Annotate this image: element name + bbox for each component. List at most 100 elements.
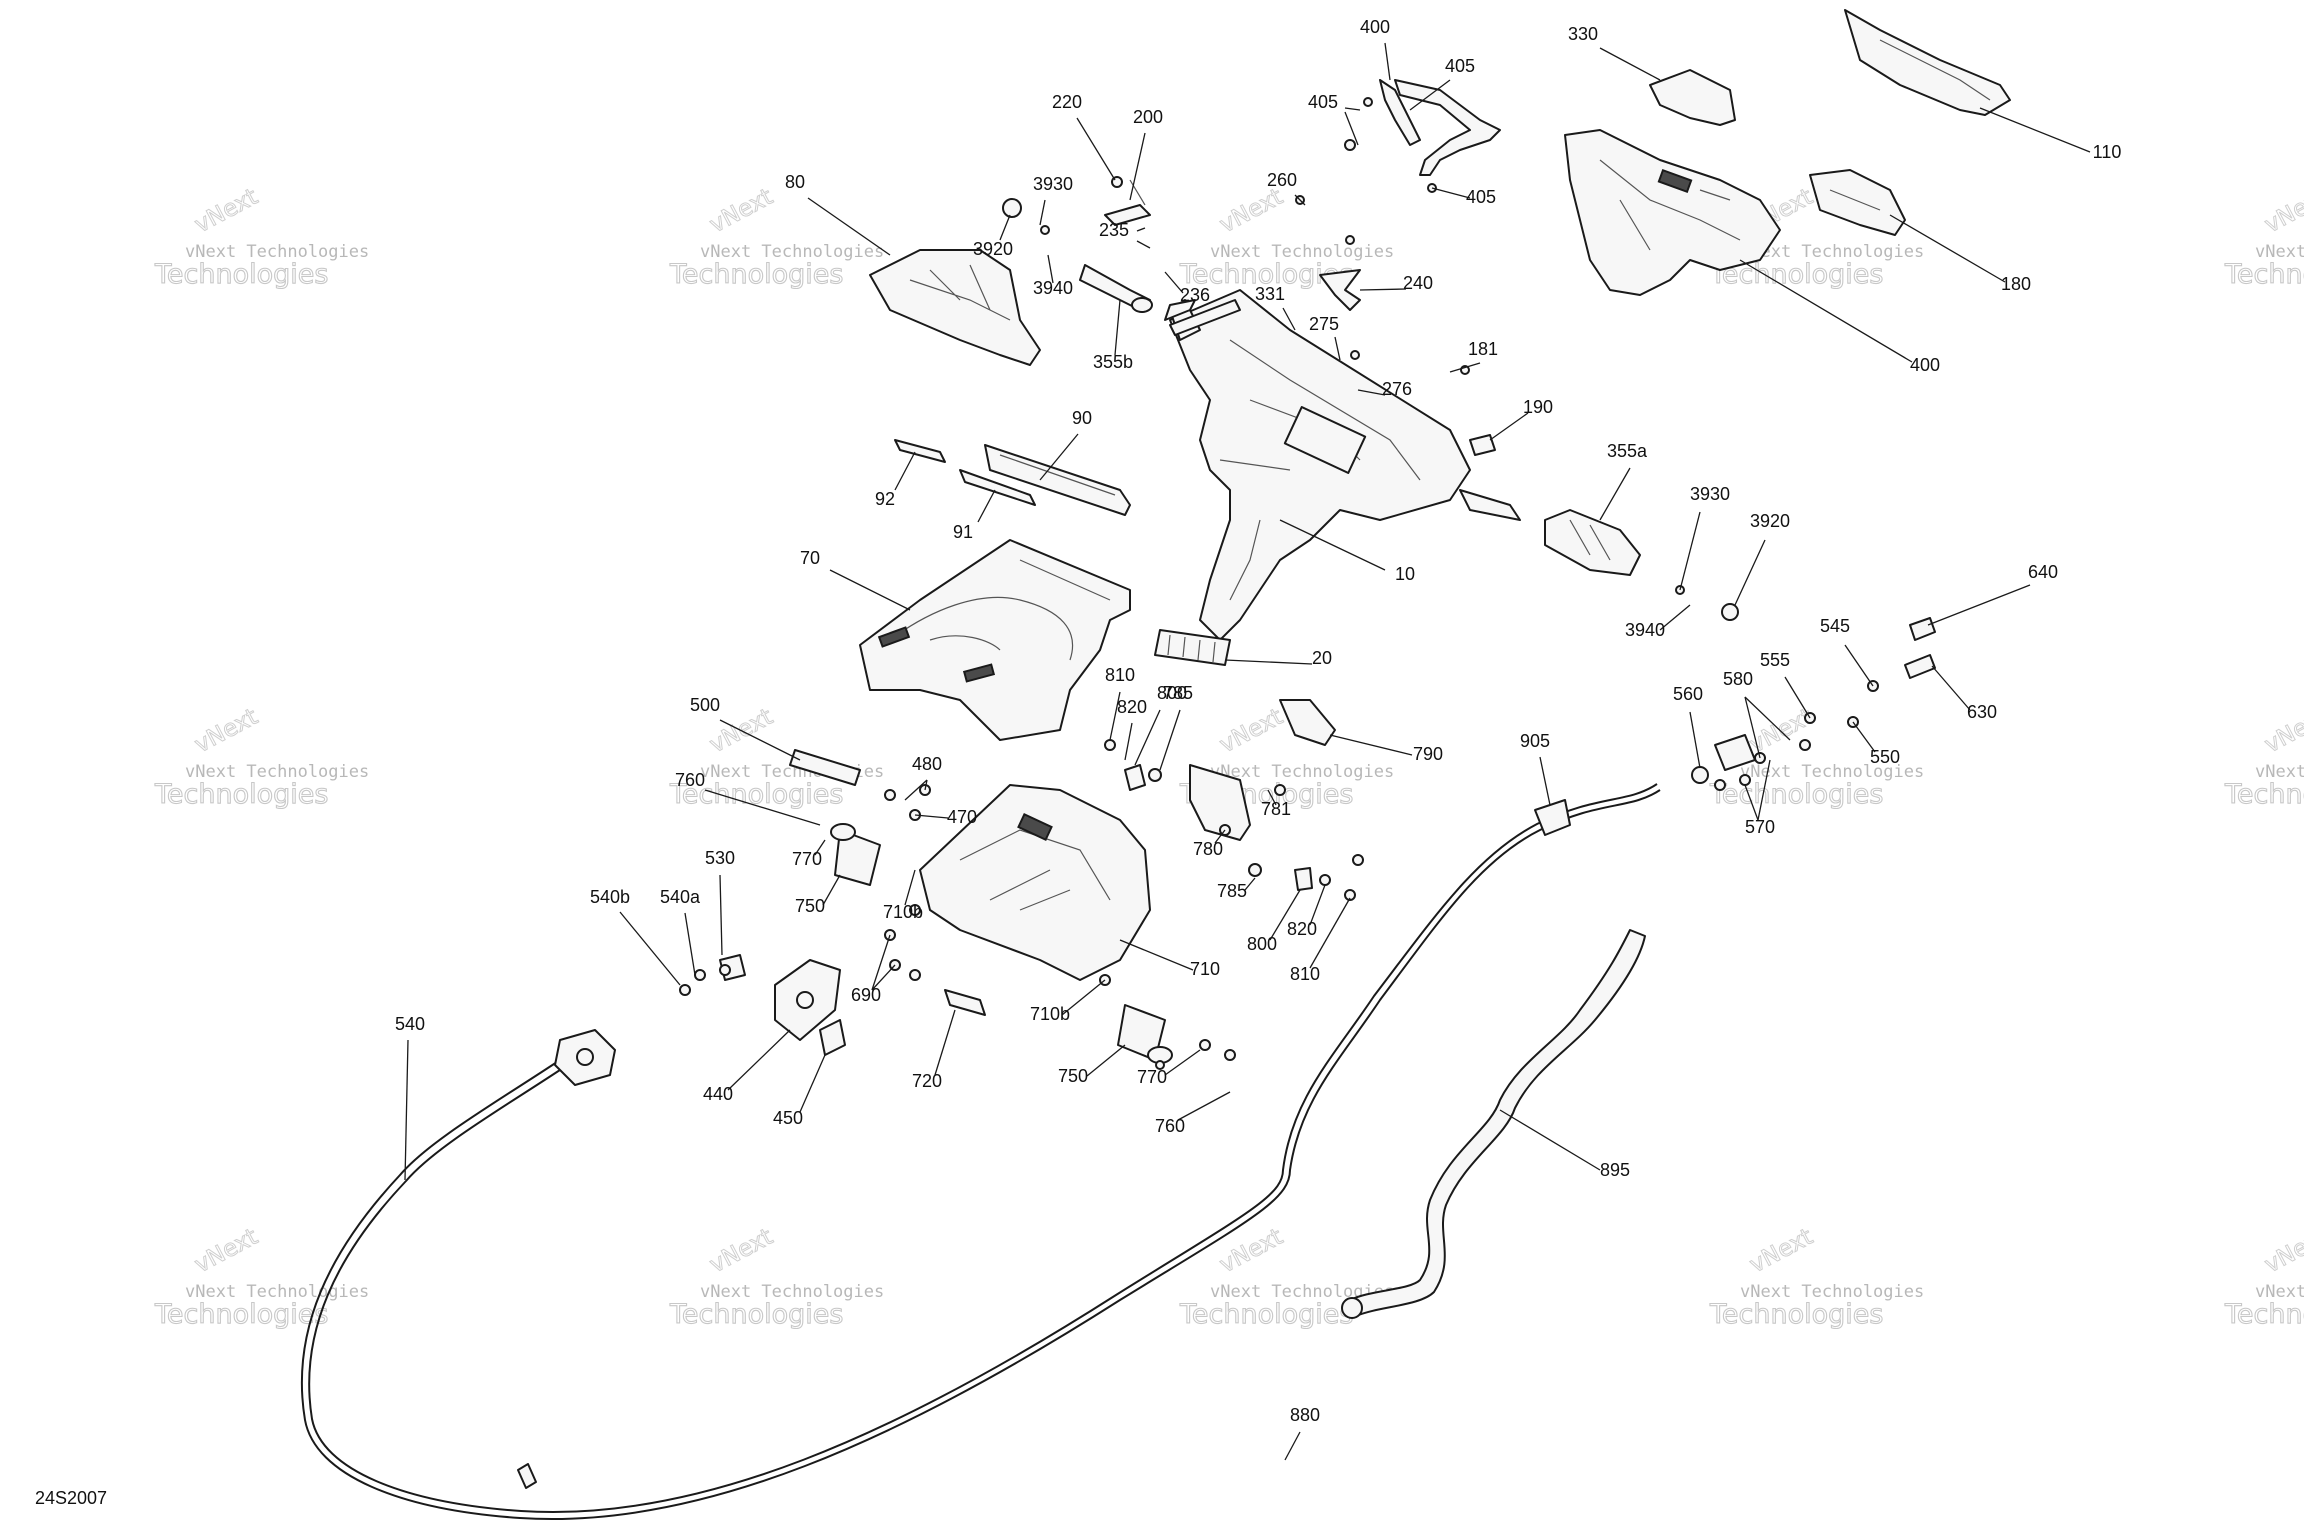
callout-580: 580 <box>1723 669 1791 759</box>
leader-line <box>1114 299 1121 356</box>
part-70-cover <box>859 539 1131 741</box>
callout-690: 690 <box>851 934 896 1005</box>
watermark-diagonal: vNext <box>2261 1224 2304 1279</box>
watermark-line2: Technologies <box>669 1299 843 1330</box>
leader-line <box>727 1029 791 1091</box>
part-800-lower <box>1294 867 1313 891</box>
leader-line <box>1279 519 1386 571</box>
leader-line <box>1129 132 1146 201</box>
leader-line <box>619 911 681 986</box>
leader-line <box>1539 756 1551 806</box>
leader-line <box>1294 194 1306 206</box>
callout-70: 70 <box>800 548 911 611</box>
leader-line <box>1269 889 1301 941</box>
callout-label: 560 <box>1673 684 1703 704</box>
callout-781: 781 <box>1261 789 1291 819</box>
part-110-cap <box>1844 9 2011 116</box>
leader-line <box>1244 877 1256 891</box>
leader-line <box>1177 1091 1231 1121</box>
callout-label: 530 <box>705 848 735 868</box>
callout-label: 630 <box>1967 702 1997 722</box>
watermark-line1: vNext Technologies <box>700 242 884 262</box>
callout-label: 90 <box>1072 408 1092 428</box>
callout-570: 570 <box>1744 759 1775 837</box>
leader-line <box>1159 709 1181 771</box>
callout-720: 720 <box>912 1009 956 1091</box>
callout-label: 181 <box>1468 339 1498 359</box>
leader-line <box>704 789 821 826</box>
part-750-left <box>830 823 881 886</box>
callout-331: 331 <box>1255 284 1296 331</box>
callout-label: 110 <box>2093 142 2122 162</box>
watermark-line2: Technologies <box>2224 779 2304 810</box>
callout-330: 330 <box>1568 24 1661 81</box>
watermark-line1: vNext Technologies <box>1210 762 1394 782</box>
leader-line <box>1599 467 1631 521</box>
leader-line <box>1744 784 1759 821</box>
leader-line <box>1431 187 1471 199</box>
leader-line <box>1757 759 1771 821</box>
watermark-line2: Technologies <box>2224 1299 2304 1330</box>
callout-label: 331 <box>1255 284 1285 304</box>
leader-line <box>1047 254 1054 284</box>
part-790 <box>1279 699 1336 746</box>
callout-label: 91 <box>953 522 973 542</box>
callout-880: 880 <box>1284 1405 1320 1461</box>
part-710-bracket <box>919 784 1151 981</box>
leader-line <box>1224 659 1313 665</box>
leader-line <box>719 719 801 761</box>
callout-760a: 760 <box>675 770 821 826</box>
callout-label: 540a <box>660 887 701 907</box>
callout-label: 785 <box>1217 881 1247 901</box>
watermark-line1: vNext Technologies <box>2255 1282 2304 1302</box>
callout-label: 240 <box>1403 273 1433 293</box>
leader-line <box>1124 722 1133 761</box>
callout-91: 91 <box>953 489 996 542</box>
callout-label: 405 <box>1466 187 1496 207</box>
callout-label: 800 <box>1157 683 1187 703</box>
leader-line <box>719 874 723 956</box>
callout-355a: 355a <box>1599 441 1648 521</box>
watermark-line1: vNext Technologies <box>2255 242 2304 262</box>
callout-240: 240 <box>1359 273 1433 293</box>
leader-line <box>1784 676 1811 719</box>
watermark-line1: vNext Technologies <box>1210 242 1394 262</box>
callout-180: 180 <box>1889 214 2031 294</box>
cable-880-end <box>517 1463 537 1489</box>
callout-label: 790 <box>1413 744 1443 764</box>
part-91-strip <box>959 469 1036 506</box>
callout-label: 92 <box>875 489 895 509</box>
callout-276: 276 <box>1357 379 1412 399</box>
leader-line <box>1136 240 1151 249</box>
callout-label: 400 <box>1360 17 1390 37</box>
leader-line <box>1357 389 1386 396</box>
watermark-line2: Technologies <box>1709 1299 1883 1330</box>
leader-line <box>1109 691 1121 741</box>
watermark-line2: Technologies <box>669 259 843 290</box>
watermark-diagonal: vNext <box>1746 1224 1818 1279</box>
callout-235: 235 <box>1099 220 1151 249</box>
callout-355b: 355b <box>1093 299 1133 372</box>
leader-line <box>1086 1044 1126 1077</box>
leader-line <box>1334 336 1341 361</box>
leader-line <box>1599 47 1661 81</box>
callout-label: 880 <box>1290 1405 1320 1425</box>
callout-label: 80 <box>785 172 805 192</box>
leader-line <box>1039 433 1079 481</box>
part-200-lever <box>1104 179 1151 226</box>
leader-line <box>1927 584 2031 626</box>
callout-label: 400 <box>1910 355 1940 375</box>
leader-line <box>904 869 916 906</box>
watermark-diagonal: vNext <box>191 704 263 759</box>
callout-500: 500 <box>690 695 801 761</box>
callout-label: 710 <box>1190 959 1220 979</box>
leader-line <box>1164 1049 1201 1076</box>
callout-label: 190 <box>1523 397 1553 417</box>
part-800-upper <box>1124 764 1146 791</box>
leader-line <box>684 912 696 976</box>
